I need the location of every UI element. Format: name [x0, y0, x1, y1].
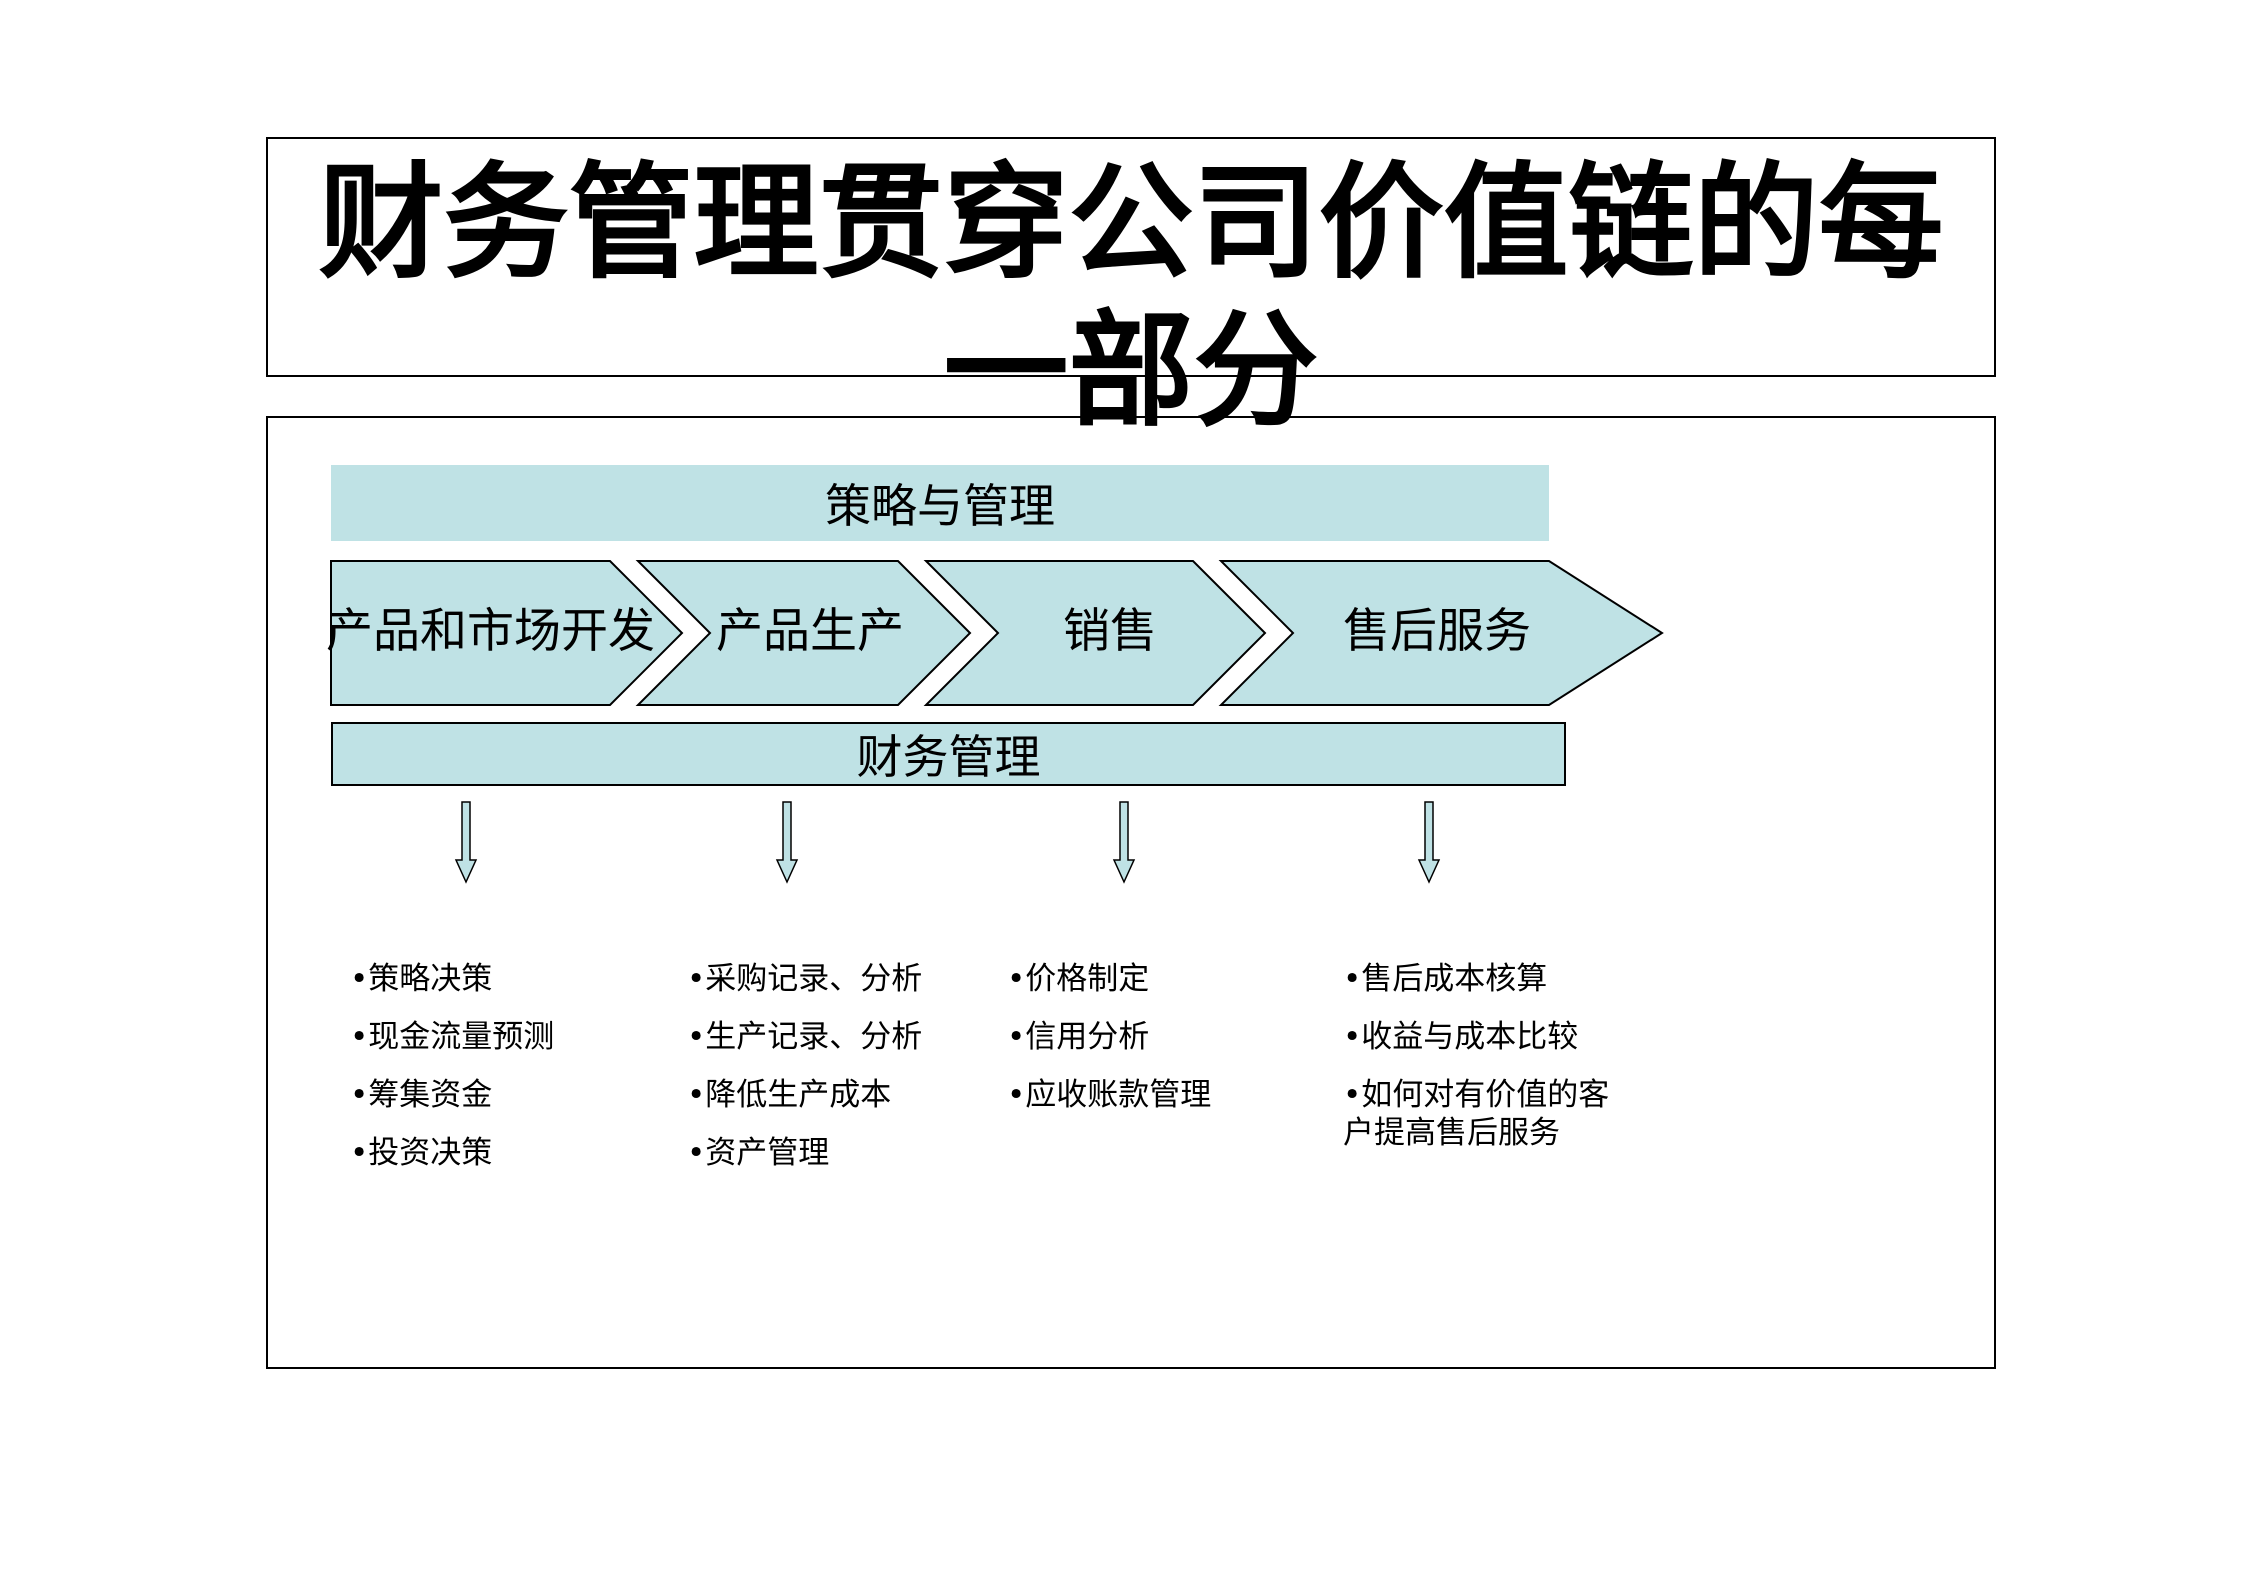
list-item: •采购记录、分析 — [687, 961, 923, 997]
stage-label-sales: 销售 — [1063, 604, 1157, 659]
chevron-shape-1 — [330, 560, 684, 706]
list-item: •收益与成本比较 — [1343, 1019, 1579, 1055]
stage-label-product-market: 产品和市场开发 — [326, 604, 655, 659]
column-strategy-list: •策略决策 •现金流量预测 •筹集资金 •投资决策 — [350, 950, 554, 1182]
down-arrow-icon — [1417, 801, 1441, 884]
stage-label-production: 产品生产 — [716, 604, 904, 659]
list-item: •现金流量预测 — [350, 1019, 555, 1055]
chevron-shape-4 — [1218, 560, 1664, 706]
list-item: •策略决策 — [350, 961, 493, 997]
down-arrow-icon — [454, 801, 478, 884]
chevron-shape-2 — [635, 560, 972, 706]
chevron-shape-3 — [923, 560, 1267, 706]
stage-label-after-sales: 售后服务 — [1343, 604, 1531, 659]
list-item: •资产管理 — [687, 1135, 830, 1171]
page-title: 财务管理贯穿公司价值链的每一部分 — [318, 151, 1944, 444]
list-item: •降低生产成本 — [687, 1077, 892, 1113]
list-item: •如何对有价值的客户提高售后服务 — [1343, 1077, 1610, 1151]
list-item: •生产记录、分析 — [687, 1019, 923, 1055]
list-item: •筹集资金 — [350, 1077, 493, 1113]
down-arrow-icon — [1112, 801, 1136, 884]
column-after-sales-list: •售后成本核算 •收益与成本比较 •如何对有价值的客户提高售后服务 — [1343, 950, 1623, 1152]
list-item: •价格制定 — [1007, 961, 1150, 997]
list-item: •信用分析 — [1007, 1019, 1150, 1055]
strategy-band-label: 策略与管理 — [825, 479, 1055, 533]
strategy-band: 策略与管理 — [331, 465, 1549, 541]
finance-band: 财务管理 — [331, 722, 1566, 786]
column-production-list: •采购记录、分析 •生产记录、分析 •降低生产成本 •资产管理 — [687, 950, 922, 1182]
column-sales-list: •价格制定 •信用分析 •应收账款管理 — [1007, 950, 1211, 1124]
finance-band-label: 财务管理 — [856, 730, 1041, 784]
list-item: •售后成本核算 — [1343, 961, 1548, 997]
down-arrow-icon — [775, 801, 799, 884]
list-item: •应收账款管理 — [1007, 1077, 1212, 1113]
list-item: •投资决策 — [350, 1135, 493, 1171]
title-frame — [266, 137, 1996, 377]
